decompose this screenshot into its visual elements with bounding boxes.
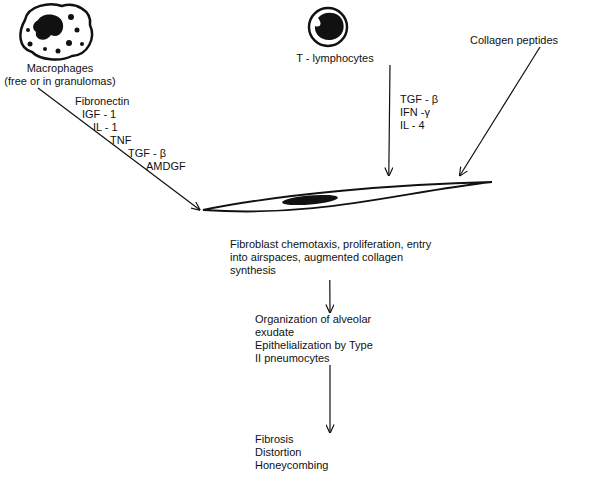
fibroblast-shape: [200, 176, 495, 220]
mediator-label: IFN -γ: [400, 106, 430, 119]
node-text: Epithelialization by Type II pneumocytes: [255, 339, 380, 365]
fibroblast-node: Fibroblast chemotaxis, proliferation, en…: [200, 176, 495, 280]
lymphocyte-node: T - lymphocytes: [270, 52, 400, 65]
granule: [43, 47, 47, 51]
node-text: Collagen peptides: [470, 34, 570, 47]
cell-outline: [203, 182, 492, 212]
granule: [66, 40, 72, 46]
node-text: Fibrosis: [255, 433, 380, 446]
node-text: Organization of alveolar exudate: [255, 313, 380, 339]
cell-nucleus: [315, 13, 344, 40]
cell-nucleus: [282, 193, 339, 207]
process-step: Organization of alveolar exudateEpitheli…: [255, 313, 380, 365]
mediator-label: Fibronectin: [75, 95, 129, 108]
node-text: Honeycombing: [255, 459, 380, 472]
mediator-label: IL - 4: [400, 119, 425, 132]
granule: [26, 28, 30, 32]
granule: [75, 28, 80, 33]
macrophage-illustration: [20, 4, 92, 59]
granule: [80, 42, 84, 46]
node-text: T - lymphocytes: [270, 52, 400, 65]
node-text: Distortion: [255, 446, 380, 459]
lymphocyte-illustration: [309, 8, 347, 46]
granule: [28, 42, 33, 47]
cell-nucleus: [33, 14, 63, 39]
granule: [68, 14, 74, 20]
arrow-connector: [460, 47, 540, 176]
arrow-connector: [329, 280, 330, 313]
cell-outline: [309, 8, 347, 46]
macrophage-node: Macrophages(free or in granulomas): [0, 62, 120, 88]
arrow-connector: [329, 365, 330, 433]
mediator-label: IGF - 1: [82, 108, 116, 121]
node-text: Macrophages: [0, 62, 120, 75]
node-text: Fibroblast chemotaxis, proliferation, en…: [230, 238, 435, 277]
outcome-step: FibrosisDistortionHoneycombing: [255, 433, 380, 472]
input-node: Collagen peptides: [470, 34, 570, 47]
mediator-label: TGF - β: [400, 93, 438, 106]
cell-outline: [20, 4, 92, 59]
mediator-label: TGF - β: [128, 147, 166, 160]
node-text: (free or in granulomas): [0, 75, 120, 88]
granule: [56, 49, 61, 54]
mediator-label: AMDGF: [146, 160, 186, 173]
text-box: Fibroblast chemotaxis, proliferation, en…: [230, 238, 435, 277]
arrow-connector: [38, 88, 200, 210]
arrow-connector: [389, 65, 390, 176]
